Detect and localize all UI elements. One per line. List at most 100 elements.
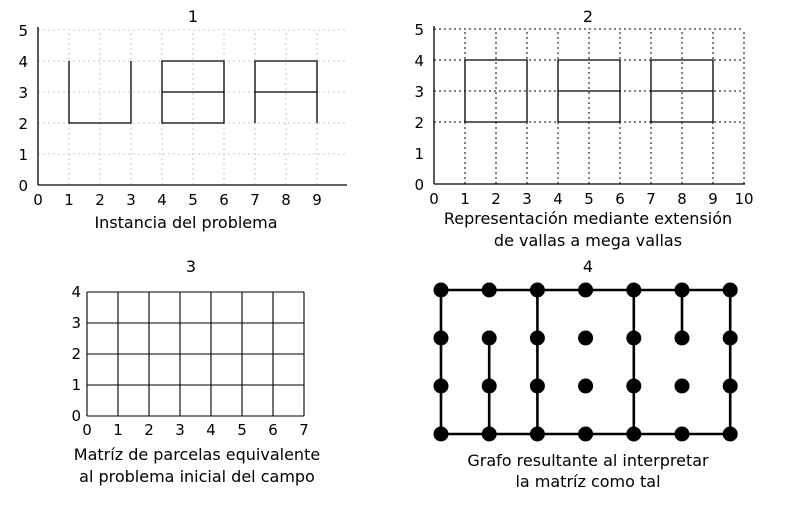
y-tick-label: 2 bbox=[414, 114, 424, 132]
x-tick-label: 5 bbox=[188, 191, 198, 209]
graph-node bbox=[481, 426, 497, 442]
x-tick-label: 4 bbox=[553, 190, 563, 208]
fence-shape bbox=[68, 61, 132, 124]
y-tick-label: 1 bbox=[18, 146, 28, 164]
x-tick-label: 1 bbox=[460, 190, 470, 208]
x-tick-label: 4 bbox=[157, 191, 167, 209]
panel-2-caption-line-1: Representación mediante extensión bbox=[444, 209, 732, 228]
graph-node bbox=[674, 426, 690, 442]
panel-4-graph bbox=[433, 282, 738, 442]
graph-node bbox=[626, 330, 642, 346]
y-tick-label: 4 bbox=[414, 52, 424, 70]
x-tick-label: 7 bbox=[299, 421, 309, 439]
graph-node bbox=[674, 282, 690, 298]
y-tick-label: 4 bbox=[71, 283, 81, 301]
x-tick-label: 1 bbox=[64, 191, 74, 209]
x-tick-label: 9 bbox=[312, 191, 322, 209]
graph-node bbox=[433, 378, 449, 394]
panel-2: 2 0 1 2 3 4 5 6 7 8 9 10 0 1 2 3 4 5 Representación medi… bbox=[414, 7, 753, 250]
graph-node bbox=[529, 426, 545, 442]
x-tick-label: 6 bbox=[268, 421, 278, 439]
panel-2-caption-line-2: de vallas a mega vallas bbox=[494, 231, 682, 250]
y-tick-label: 2 bbox=[18, 115, 28, 133]
y-tick-label: 5 bbox=[18, 22, 28, 40]
panel-4-caption-line-2: la matríz como tal bbox=[515, 472, 660, 491]
graph-node bbox=[433, 426, 449, 442]
panel-4-number: 4 bbox=[583, 257, 593, 276]
graph-node bbox=[481, 378, 497, 394]
y-tick-label: 0 bbox=[414, 176, 424, 194]
y-tick-label: 1 bbox=[71, 376, 81, 394]
x-tick-label: 2 bbox=[491, 190, 501, 208]
graph-node bbox=[722, 426, 738, 442]
graph-node bbox=[722, 282, 738, 298]
x-tick-label: 8 bbox=[677, 190, 687, 208]
graph-node bbox=[722, 378, 738, 394]
graph-node bbox=[578, 426, 594, 442]
fence-shape bbox=[464, 59, 528, 123]
y-tick-label: 4 bbox=[18, 53, 28, 71]
x-tick-label: 10 bbox=[734, 190, 753, 208]
graph-node bbox=[626, 426, 642, 442]
graph-node bbox=[578, 282, 594, 298]
x-tick-label: 1 bbox=[113, 421, 123, 439]
x-tick-label: 6 bbox=[219, 191, 229, 209]
y-tick-label: 0 bbox=[71, 407, 81, 425]
x-tick-label: 0 bbox=[429, 190, 439, 208]
y-tick-label: 1 bbox=[414, 145, 424, 163]
x-tick-label: 6 bbox=[615, 190, 625, 208]
panel-1-plot: 0 1 2 3 4 5 6 7 8 9 0 1 2 3 4 5 bbox=[18, 22, 347, 209]
x-tick-label: 7 bbox=[250, 191, 260, 209]
graph-node bbox=[529, 330, 545, 346]
panel-1-caption-line-1: Instancia del problema bbox=[94, 213, 277, 232]
graph-node bbox=[433, 282, 449, 298]
x-tick-label: 0 bbox=[33, 191, 43, 209]
x-tick-label: 8 bbox=[281, 191, 291, 209]
graph-node bbox=[626, 378, 642, 394]
graph-node bbox=[481, 330, 497, 346]
x-tick-label: 5 bbox=[584, 190, 594, 208]
fence-shape bbox=[254, 60, 318, 123]
x-tick-label: 3 bbox=[126, 191, 136, 209]
panel-4: 4 Grafo resultante al interpretar la mat… bbox=[433, 257, 738, 491]
x-tick-label: 7 bbox=[646, 190, 656, 208]
panel-1: 1 0 1 2 3 4 5 6 7 8 9 0 1 2 3 4 5 Instancia del problem… bbox=[18, 7, 347, 232]
panel-2-number: 2 bbox=[583, 7, 593, 26]
panel-3-caption-line-1: Matríz de parcelas equivalente bbox=[74, 445, 320, 464]
graph-node bbox=[626, 282, 642, 298]
panel-3-number: 3 bbox=[186, 257, 196, 276]
fence-shape bbox=[650, 59, 714, 123]
x-tick-label: 4 bbox=[206, 421, 216, 439]
panel-3-caption-line-2: al problema inicial del campo bbox=[79, 467, 315, 486]
y-tick-label: 3 bbox=[414, 83, 424, 101]
graph-node bbox=[578, 330, 594, 346]
y-tick-label: 3 bbox=[18, 84, 28, 102]
y-tick-label: 2 bbox=[71, 345, 81, 363]
graph-node bbox=[433, 330, 449, 346]
graph-node bbox=[578, 378, 594, 394]
graph-node bbox=[674, 330, 690, 346]
fence-shape bbox=[557, 59, 621, 123]
panel-1-number: 1 bbox=[188, 7, 198, 26]
panel-2-plot: 0 1 2 3 4 5 6 7 8 9 10 0 1 2 3 4 5 bbox=[414, 21, 753, 208]
x-tick-label: 9 bbox=[708, 190, 718, 208]
panel-3-plot: 0 1 2 3 4 5 6 7 0 1 2 3 4 bbox=[71, 283, 308, 439]
panel-4-caption-line-1: Grafo resultante al interpretar bbox=[467, 451, 709, 470]
y-tick-label: 3 bbox=[71, 314, 81, 332]
x-tick-label: 3 bbox=[175, 421, 185, 439]
panel-3: 3 0 1 2 3 4 5 6 7 0 1 2 3 4 Matríz de parcelas equiv… bbox=[71, 257, 320, 486]
x-tick-label: 2 bbox=[95, 191, 105, 209]
graph-node bbox=[529, 282, 545, 298]
x-tick-label: 2 bbox=[144, 421, 154, 439]
y-tick-label: 5 bbox=[414, 21, 424, 39]
x-tick-label: 0 bbox=[82, 421, 92, 439]
graph-node bbox=[481, 282, 497, 298]
graph-node bbox=[722, 330, 738, 346]
x-tick-label: 3 bbox=[522, 190, 532, 208]
fence-shape bbox=[161, 60, 225, 124]
y-tick-label: 0 bbox=[18, 177, 28, 195]
graph-node bbox=[674, 378, 690, 394]
x-tick-label: 5 bbox=[237, 421, 247, 439]
graph-node bbox=[529, 378, 545, 394]
